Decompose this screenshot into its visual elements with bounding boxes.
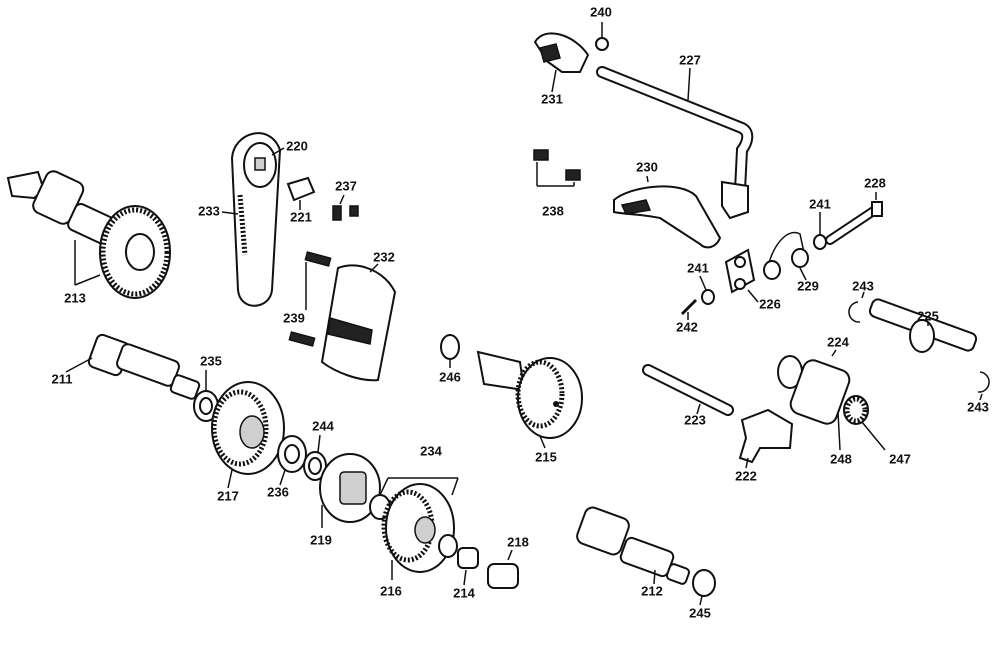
leader-248 [837,411,841,451]
part-225-shaft [868,298,978,353]
callout-220: 220 [286,138,308,153]
callout-248: 248 [830,451,852,466]
callout-223: 223 [684,412,706,427]
leader-233 [221,211,239,215]
part-219-hub [319,453,381,528]
callout-213: 213 [64,290,86,305]
part-231-bracket [533,32,590,93]
callout-222: 222 [735,468,757,483]
part-242-pin [680,298,698,320]
part-232-cover [320,263,397,382]
callout-243-upper: 243 [852,278,874,293]
part-237-screw [332,194,359,221]
ring-small [438,534,458,558]
callout-231: 231 [541,91,563,106]
part-223-rod [642,364,734,416]
callout-226: 226 [759,296,781,311]
part-241-washer-upper [813,212,827,250]
callout-216: 216 [380,583,402,598]
part-226-link [724,248,759,303]
callout-240: 240 [590,4,612,19]
callout-230: 230 [636,159,658,174]
callout-233: 233 [198,203,220,218]
part-239-bolt [288,251,332,347]
callout-229: 229 [797,278,819,293]
part-214-bushing [457,547,479,586]
part-235-washer [193,370,219,422]
callout-227: 227 [679,52,701,67]
callout-215: 215 [535,449,557,464]
part-217-gear [211,381,285,489]
callout-234: 234 [420,443,442,458]
part-241-washer-lower [699,275,715,305]
part-218-bushing [487,549,519,589]
callout-214: 214 [453,585,475,600]
part-211-shaft [65,333,201,400]
part-240-screw [595,22,609,51]
callout-247: 247 [889,451,911,466]
part-220-sprocket [243,142,285,188]
part-243-clip-lower [977,371,990,401]
callout-228: 228 [864,175,886,190]
part-227-lever-shaft [596,66,754,220]
callout-241-lower: 241 [687,260,709,275]
callout-239: 239 [283,310,305,325]
callout-221: 221 [290,209,312,224]
part-246-ring [440,334,460,368]
callout-241-upper: 241 [809,196,831,211]
callout-243-lower: 243 [967,399,989,414]
callout-218: 218 [507,534,529,549]
callout-245: 245 [689,605,711,620]
callout-219: 219 [310,532,332,547]
part-212-shaft [576,506,691,585]
part-247-spring [843,395,886,451]
part-236-washer [277,435,307,486]
callout-238: 238 [542,203,564,218]
callout-237: 237 [335,178,357,193]
callout-212: 212 [641,583,663,598]
part-213-gear-shaft [6,170,171,299]
part-228-pin [825,192,883,245]
callout-225: 225 [917,308,939,323]
callout-244: 244 [312,418,334,433]
part-230-arm [613,175,722,249]
part-234-gear-set [369,477,459,573]
callout-217: 217 [217,488,239,503]
part-221-plate [286,176,316,210]
part-243-clip-upper [848,291,865,323]
callout-235: 235 [200,353,222,368]
callout-246: 246 [439,369,461,384]
callout-236: 236 [267,484,289,499]
callout-232: 232 [373,249,395,264]
callout-211: 211 [52,371,73,386]
callout-242: 242 [676,319,698,334]
callout-224: 224 [827,334,849,349]
part-238-screws [533,149,581,187]
part-245-ring [692,569,716,606]
part-222-fork [738,408,794,469]
part-229-spring [763,231,809,281]
part-224-drum [777,349,851,425]
part-215-gear [476,350,583,449]
part-244-ring [303,434,327,481]
